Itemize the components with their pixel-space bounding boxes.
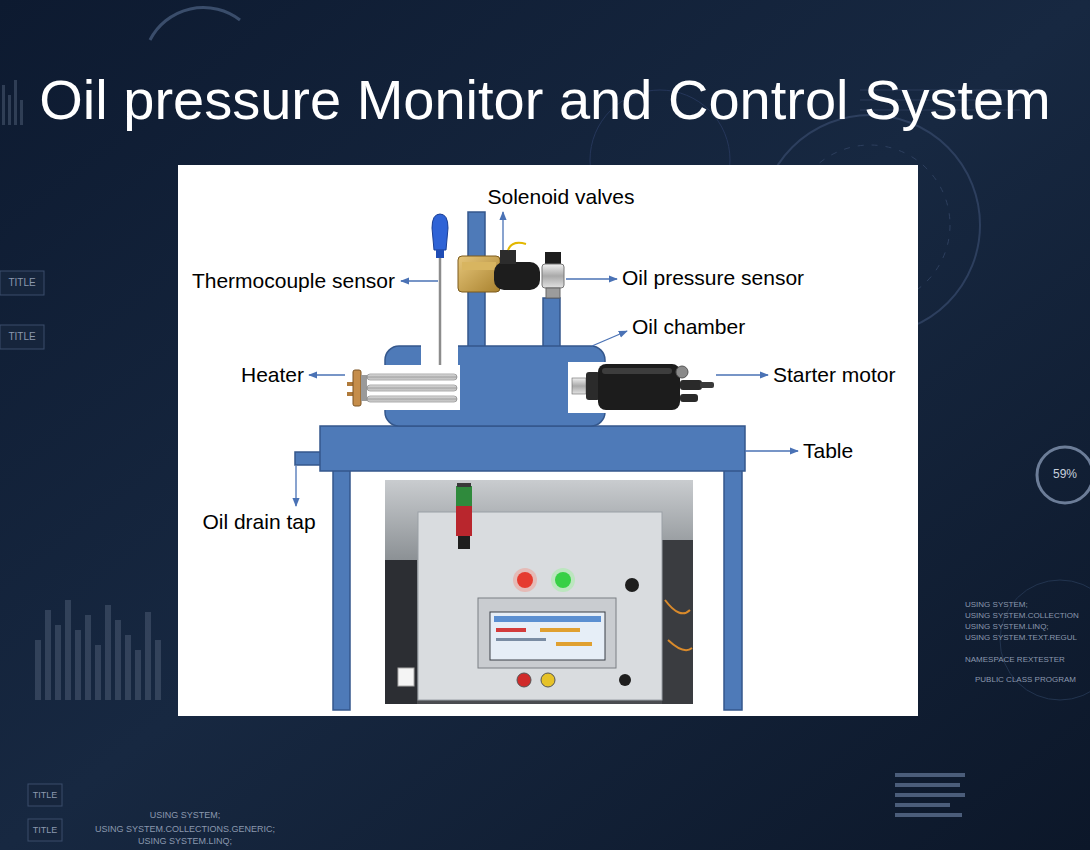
- part-label: Table: [803, 439, 853, 463]
- watermark-code: USING SYSTEM;: [965, 600, 1028, 609]
- watermark-tag: TITLE: [33, 825, 58, 835]
- heater-port: [345, 365, 460, 410]
- watermark-code: USING SYSTEM.COLLECTIONS.GENERIC;: [95, 824, 275, 834]
- part-label: Starter motor: [773, 363, 896, 387]
- watermark-code: USING SYSTEM.TEXT.REGUL: [965, 633, 1077, 642]
- solenoid-valve-illustration: [458, 243, 540, 292]
- starter-motor-illustration: [572, 364, 714, 410]
- watermark-tag: TITLE: [8, 277, 35, 289]
- gauge-value: 59%: [1053, 468, 1077, 482]
- part-label: Oil drain tap: [202, 510, 315, 534]
- heater-illustration: [347, 370, 457, 406]
- watermark-code: USING SYSTEM.LINQ;: [138, 836, 232, 846]
- motor-port: [568, 362, 720, 413]
- background-decor: [0, 7, 1090, 841]
- watermark-code: PUBLIC CLASS PROGRAM: [975, 675, 1076, 684]
- watermark-code: NAMESPACE REXTESTER: [965, 655, 1065, 664]
- watermark-code: USING SYSTEM.COLLECTION: [965, 611, 1079, 620]
- leader-arrows: [296, 212, 798, 506]
- watermark-code: USING SYSTEM.LINQ;: [965, 622, 1049, 631]
- background-bars: [2, 80, 161, 700]
- part-label: Solenoid valves: [487, 185, 634, 209]
- part-label: Heater: [241, 363, 304, 387]
- figure-panel: [178, 165, 918, 716]
- table-drawing: [295, 426, 745, 710]
- watermark-tag: TITLE: [33, 790, 58, 800]
- part-label: Oil chamber: [632, 315, 745, 339]
- pressure-sensor-illustration: [542, 252, 564, 298]
- control-panel-photo: [385, 480, 693, 704]
- watermark-code: USING SYSTEM;: [150, 810, 221, 820]
- thermocouple-illustration: [432, 214, 448, 365]
- part-label: Oil pressure sensor: [622, 266, 804, 290]
- part-label: Thermocouple sensor: [192, 269, 395, 293]
- slide-title: Oil pressure Monitor and Control System: [0, 66, 1090, 133]
- watermark-tag: TITLE: [8, 331, 35, 343]
